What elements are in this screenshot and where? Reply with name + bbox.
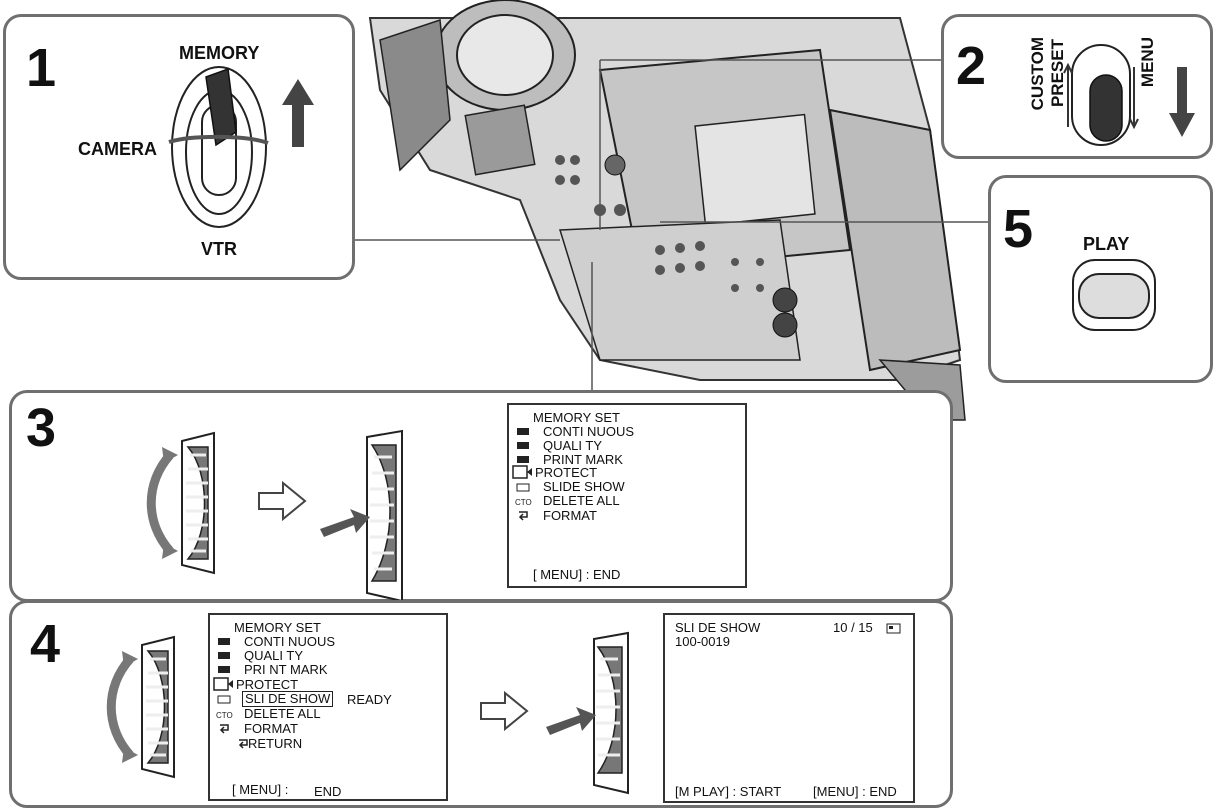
delete-all-icon: CTO [216, 710, 232, 719]
menu-item-protect: PROTECT [535, 466, 597, 480]
menu-item-quality: QUALI TY [244, 649, 303, 663]
image-counter: 10 / 15 [833, 621, 873, 635]
step-4-memory-set-screen: MEMORY SET CONTI NUOUS QUALI TY PRI NT M… [208, 613, 448, 801]
power-switch-icon [6, 17, 358, 283]
menu-item-format: FORMAT [543, 509, 597, 523]
quality-icon [218, 651, 230, 660]
format-icon [517, 511, 529, 520]
menu-footer: [ MENU] : END [533, 568, 620, 582]
print-mark-icon [218, 665, 230, 674]
file-number: 100-0019 [675, 635, 730, 649]
play-button-icon [991, 178, 1216, 386]
control-dial-rotate-icon [100, 637, 210, 777]
memory-card-icon [887, 624, 901, 634]
menu-item-format: FORMAT [244, 722, 298, 736]
slide-show-icon [218, 695, 230, 704]
arrow-down-icon [1167, 67, 1197, 137]
menu-item-continuous: CONTI NUOUS [244, 635, 335, 649]
step-4-number: 4 [30, 617, 60, 671]
control-dial-rotate-icon [140, 433, 250, 573]
menu-item-return: RETURN [248, 737, 302, 751]
slide-show-icon [517, 483, 529, 492]
menu-item-quality: QUALI TY [543, 439, 602, 453]
control-dial-press-icon [532, 633, 642, 793]
menu-item-delete-all: DELETE ALL [543, 494, 620, 508]
continuous-icon [517, 427, 529, 436]
protect-icon [214, 678, 234, 692]
menu-item-delete-all: DELETE ALL [244, 707, 321, 721]
svg-text:CTO: CTO [515, 498, 532, 507]
step-5-panel: 5 PLAY [988, 175, 1213, 383]
protect-icon [513, 466, 533, 480]
control-dial-press-icon [312, 431, 412, 601]
menu-item-slide-show: SLIDE SHOW [543, 480, 625, 494]
menu-item-slide-show: SLI DE SHOW [242, 691, 333, 707]
step-2-panel: 2 CUSTOM PRESET MENU [941, 14, 1213, 159]
footer-end: [MENU] : END [813, 785, 897, 799]
menu-footer-end: END [314, 785, 341, 799]
format-icon [218, 724, 230, 733]
step-4-panel: 4 MEMORY SET CONTI NUOUS QUALI TY PRI NT… [9, 600, 953, 808]
delete-all-icon: CTO [515, 497, 531, 506]
footer-start: [M PLAY] : START [675, 785, 781, 799]
ready-label: READY [347, 693, 392, 707]
svg-text:CTO: CTO [216, 711, 233, 720]
slide-show-screen: SLI DE SHOW 10 / 15 100-0019 [M PLAY] : … [663, 613, 915, 803]
menu-footer-bracket: [ MENU] : [232, 783, 288, 797]
menu-title: MEMORY SET [234, 621, 321, 635]
menu-item-protect: PROTECT [236, 678, 298, 692]
step-3-panel: 3 MEMORY SET CONTI NUOUS QUALI TY PRINT … [9, 390, 953, 602]
menu-title: MEMORY SET [533, 411, 620, 425]
step-3-number: 3 [26, 401, 56, 455]
arrow-up-icon [278, 79, 318, 149]
continuous-icon [218, 637, 230, 646]
step-1-panel: 1 MEMORY CAMERA VTR [3, 14, 355, 280]
step-3-memory-set-screen: MEMORY SET CONTI NUOUS QUALI TY PRINT MA… [507, 403, 747, 588]
menu-item-continuous: CONTI NUOUS [543, 425, 634, 439]
menu-item-print-mark: PRI NT MARK [244, 663, 328, 677]
hollow-arrow-right-icon [257, 481, 307, 521]
quality-icon [517, 441, 529, 450]
print-mark-icon [517, 455, 529, 464]
hollow-arrow-right-icon [479, 691, 529, 731]
slide-show-title: SLI DE SHOW [675, 621, 760, 635]
